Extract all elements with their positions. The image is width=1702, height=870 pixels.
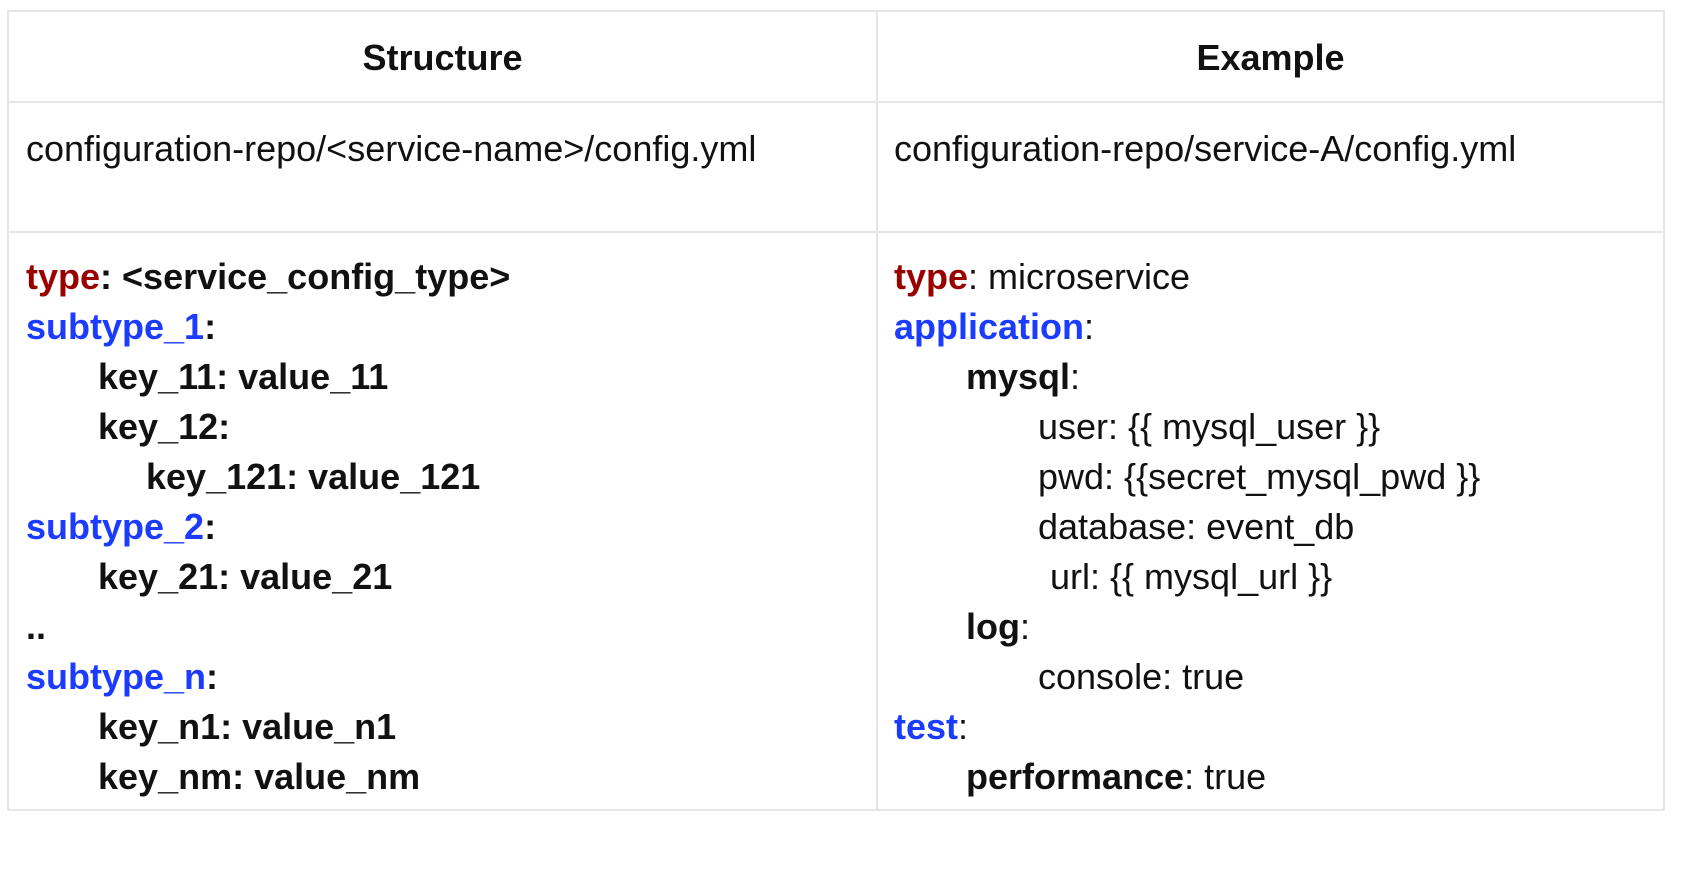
path-row: configuration-repo/<service-name>/config… <box>7 101 1665 233</box>
structure-line-key-11: key_11: value_11 <box>98 356 389 397</box>
example-line-pwd: pwd: {{secret_mysql_pwd }} <box>1038 456 1481 497</box>
table-header-row: Structure Example <box>7 10 1665 103</box>
example-line-database: database: event_db <box>1038 506 1355 547</box>
cropped-heading <box>0 0 1702 10</box>
example-line-user: user: {{ mysql_user }} <box>1038 406 1381 447</box>
structure-line-type: type: <service_config_type> <box>26 256 511 297</box>
example-code-cell: type: microservice application: mysql: u… <box>876 231 1665 811</box>
structure-line-key-nm: key_nm: value_nm <box>98 756 421 797</box>
example-line-log: log: <box>966 606 1030 647</box>
example-line-performance: performance: true <box>966 756 1267 797</box>
example-line-test: test: <box>894 706 969 747</box>
config-structure-table: Structure Example configuration-repo/<se… <box>7 10 1665 811</box>
example-path-cell: configuration-repo/service-A/config.yml <box>876 101 1665 233</box>
example-column-header: Example <box>876 10 1665 103</box>
structure-path-text: configuration-repo/<service-name>/config… <box>26 128 757 169</box>
structure-line-ellipsis: .. <box>26 606 47 647</box>
structure-line-key-21: key_21: value_21 <box>98 556 393 597</box>
structure-line-key-12: key_12: <box>98 406 231 447</box>
example-line-application: application: <box>894 306 1095 347</box>
example-line-console: console: true <box>1038 656 1245 697</box>
code-row: type: <service_config_type> subtype_1: k… <box>7 231 1665 811</box>
structure-code-cell: type: <service_config_type> subtype_1: k… <box>7 231 878 811</box>
example-line-mysql: mysql: <box>966 356 1081 397</box>
structure-path-cell: configuration-repo/<service-name>/config… <box>7 101 878 233</box>
example-line-url: url: {{ mysql_url }} <box>1050 556 1333 597</box>
structure-line-subtype-1: subtype_1: <box>26 306 217 347</box>
structure-line-key-n1: key_n1: value_n1 <box>98 706 397 747</box>
example-path-text: configuration-repo/service-A/config.yml <box>894 128 1517 169</box>
structure-column-header: Structure <box>7 10 878 103</box>
structure-line-subtype-2: subtype_2: <box>26 506 217 547</box>
structure-line-key-121: key_121: value_121 <box>146 456 481 497</box>
example-line-type: type: microservice <box>894 256 1191 297</box>
structure-line-subtype-n: subtype_n: <box>26 656 219 697</box>
